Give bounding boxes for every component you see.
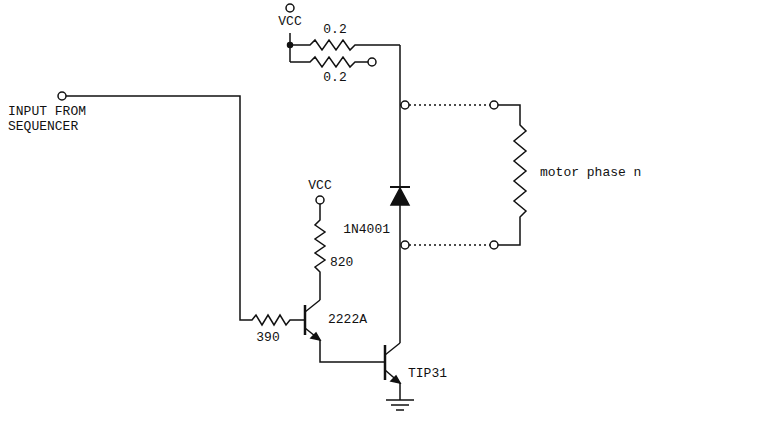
resistor-symbol <box>66 96 305 325</box>
open-terminal <box>490 101 498 109</box>
open-terminal <box>490 241 498 249</box>
ground-symbol <box>386 399 414 401</box>
part-name: motor phase n <box>540 165 641 180</box>
resistor-value: 820 <box>330 255 353 270</box>
open-terminal <box>401 241 409 249</box>
supply-terminal <box>286 4 294 12</box>
emitter-arrow <box>391 376 400 383</box>
supply-label: VCC <box>308 178 331 193</box>
wire <box>399 205 401 343</box>
transistor-base <box>304 305 307 335</box>
part-name: 2222A <box>328 312 367 327</box>
part-name: 1N4001 <box>343 222 390 237</box>
transistor-collector <box>305 300 320 312</box>
resistor-value: 0.2 <box>323 70 346 85</box>
resistor-symbol <box>290 40 400 50</box>
input-terminal <box>58 92 66 100</box>
ground-symbol <box>391 404 409 406</box>
diode-symbol <box>391 188 409 205</box>
wire <box>320 340 385 362</box>
supply-terminal <box>316 196 324 204</box>
resistor-value: 390 <box>256 330 279 345</box>
emitter-arrow <box>311 333 320 340</box>
resistor-symbol <box>315 204 325 300</box>
dotted-lead <box>409 244 490 246</box>
motor-coil <box>498 105 526 245</box>
dotted-lead <box>409 104 490 106</box>
open-terminal <box>401 101 409 109</box>
wire <box>400 104 401 106</box>
transistor-emitter <box>305 328 320 340</box>
transistor-base <box>384 345 387 380</box>
open-terminal <box>368 58 376 66</box>
supply-label: VCC <box>278 14 301 29</box>
resistor-symbol <box>290 57 368 67</box>
ground-symbol <box>396 409 404 411</box>
input-label: INPUT FROM SEQUENCER <box>8 104 118 134</box>
wire <box>399 383 401 400</box>
transistor-collector <box>385 343 400 355</box>
resistor-value: 0.2 <box>323 22 346 37</box>
part-name: TIP31 <box>408 366 447 381</box>
transistor-emitter <box>385 370 400 383</box>
wire <box>399 45 401 187</box>
